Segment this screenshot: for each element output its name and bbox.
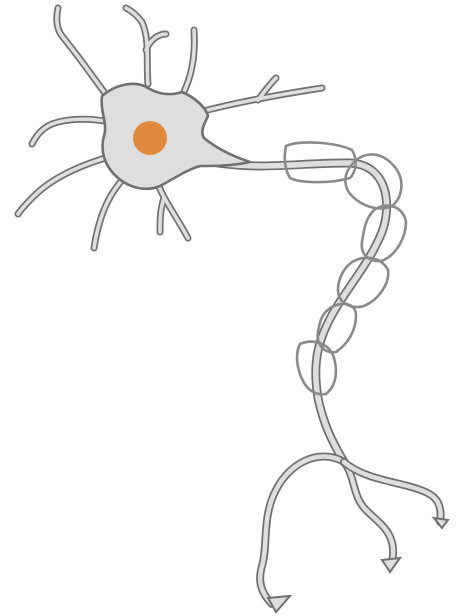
axon-terminal-middle-tip (382, 558, 400, 572)
axon-fill (200, 160, 387, 462)
myelin-segment-2 (345, 154, 401, 208)
dendrite-left (32, 119, 110, 144)
dendrite-bottom-left (94, 176, 126, 248)
axon-terminal-left-tip (268, 596, 290, 612)
axon-terminal-left-outline (260, 457, 344, 604)
axon-terminal-right-tip (434, 518, 448, 528)
axon-outline (200, 160, 387, 462)
myelin-sheath (285, 143, 406, 395)
axon-terminal-left-fill (260, 457, 344, 604)
dendrite-lower-left (18, 156, 112, 214)
axon-terminals (260, 457, 448, 612)
axon (200, 160, 387, 462)
cell-body (102, 84, 250, 189)
nucleus (133, 121, 167, 155)
